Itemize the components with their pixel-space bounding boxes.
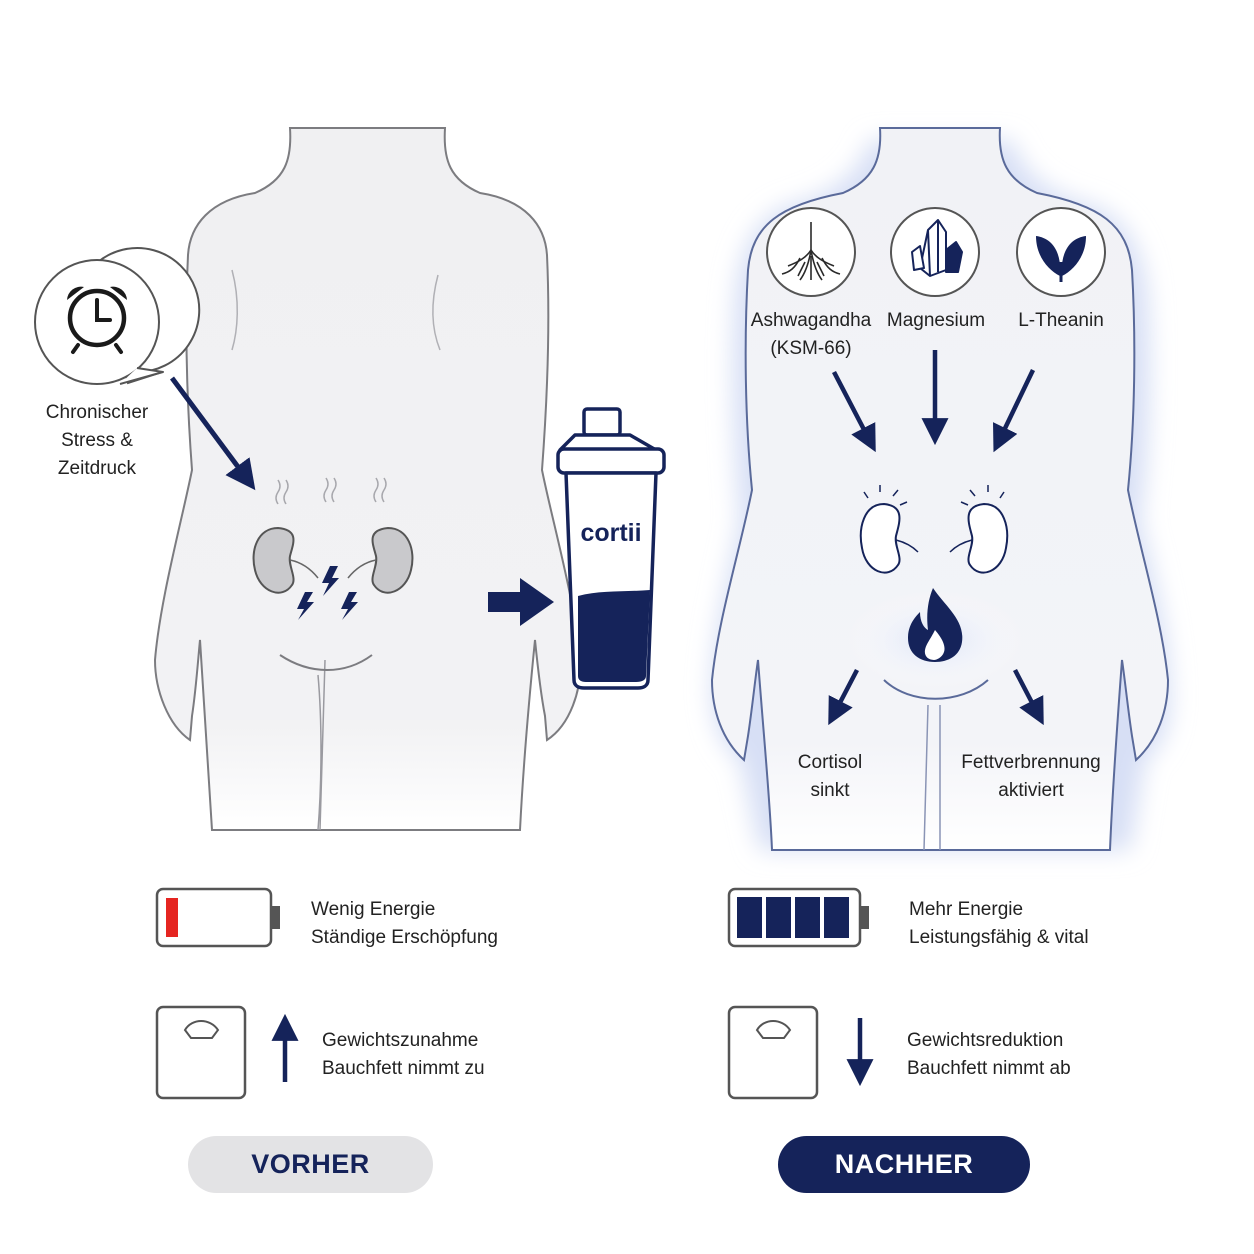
- weight-line1: Gewichtszunahme: [322, 1030, 479, 1051]
- energy-line1: Mehr Energie: [909, 899, 1024, 920]
- energy-line1: Wenig Energie: [311, 899, 436, 920]
- stress-arrow: [169, 376, 256, 491]
- energy-line2: Leistungsfähig & vital: [909, 927, 1089, 948]
- flame-icon: [908, 588, 963, 662]
- effect-line1: Cortisol: [797, 752, 863, 773]
- weight-line1: Gewichtsreduktion: [907, 1030, 1064, 1051]
- stress-label-line3: Zeitdruck: [57, 458, 137, 479]
- energy-text-after: Mehr Energie Leistungsfähig & vital: [909, 896, 1089, 952]
- battery-full-icon: [727, 887, 869, 948]
- kidney-right-stressed-icon: [347, 526, 414, 594]
- badge-before: VORHER: [188, 1136, 433, 1193]
- battery-low-icon: [155, 887, 280, 948]
- kidney-right-healthy-icon: [949, 485, 1009, 574]
- effect-label-fat-burning: Fettverbrennung aktiviert: [946, 749, 1116, 805]
- body-silhouette-left: [153, 127, 582, 831]
- root-icon: [781, 222, 841, 281]
- stress-label-line1: Chronischer: [45, 402, 149, 423]
- heat-lines-icon: [275, 477, 387, 505]
- ingredient-sub: (KSM-66): [770, 338, 852, 359]
- ingredient-circle-ashwagandha: [766, 207, 856, 297]
- weight-line2: Bauchfett nimmt zu: [322, 1058, 485, 1079]
- alarm-clock-icon: [67, 286, 127, 354]
- shaker-bottle: [556, 407, 666, 690]
- shaker-brand: cortii: [580, 519, 642, 547]
- weight-text-after: Gewichtsreduktion Bauchfett nimmt ab: [907, 1027, 1071, 1083]
- effect-label-cortisol: Cortisol sinkt: [770, 749, 890, 805]
- stress-label: Chronischer Stress & Zeitdruck: [22, 399, 172, 483]
- kidney-left-stressed-icon: [252, 526, 319, 594]
- transition-arrow: [488, 578, 554, 626]
- effect-line2: aktiviert: [998, 780, 1064, 801]
- effect-arrows: [828, 668, 1044, 726]
- lightning-bolt-icon: [297, 566, 358, 620]
- ingredient-label-ashwagandha: Ashwagandha (KSM-66): [741, 307, 881, 363]
- kidney-left-healthy-icon: [859, 485, 919, 574]
- effect-line1: Fettverbrennung: [961, 752, 1101, 773]
- crystal-icon: [911, 219, 963, 277]
- weight-text-before: Gewichtszunahme Bauchfett nimmt zu: [322, 1027, 485, 1083]
- energy-line2: Ständige Erschöpfung: [311, 927, 498, 948]
- clock-bubble: [34, 247, 201, 385]
- ingredient-arrows: [832, 350, 1036, 453]
- badge-after: NACHHER: [778, 1136, 1030, 1193]
- scale-right-icon: [727, 1005, 819, 1100]
- stress-label-line2: Stress &: [61, 430, 133, 451]
- ingredient-circle-ltheanin: [1016, 207, 1106, 297]
- scale-left-icon: [155, 1005, 247, 1100]
- ingredient-circle-magnesium: [890, 207, 980, 297]
- ingredient-label-magnesium: Magnesium: [886, 310, 986, 331]
- energy-text-before: Wenig Energie Ständige Erschöpfung: [311, 896, 498, 952]
- ingredient-name: Ashwagandha: [750, 310, 872, 331]
- effect-line2: sinkt: [810, 780, 850, 801]
- ingredient-label-ltheanin: L-Theanin: [1018, 310, 1104, 331]
- leaf-icon: [1036, 236, 1086, 282]
- weight-line2: Bauchfett nimmt ab: [907, 1058, 1071, 1079]
